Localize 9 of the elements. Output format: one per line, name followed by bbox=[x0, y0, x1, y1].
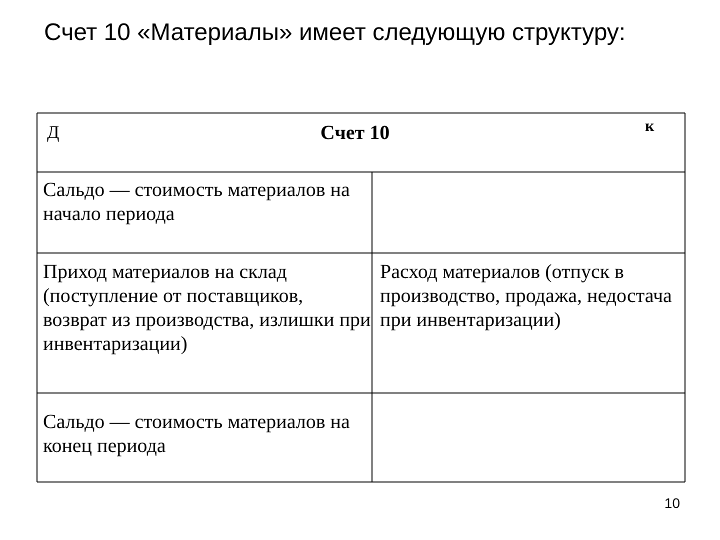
closing-balance-text: Сальдо — стоимость материалов на конец периода bbox=[43, 410, 351, 458]
title: Счет 10 «Материалы» имеет следующую структуру: bbox=[44, 18, 627, 48]
debit-label: Д bbox=[47, 122, 60, 143]
credit-label: к bbox=[645, 118, 656, 136]
credit-entries-text: Расход материалов (отпуск в производство, продажа, недостача при инвентаризации) bbox=[380, 260, 673, 332]
opening-balance-text: Сальдо — стоимость материалов на начало периода bbox=[43, 178, 351, 226]
debit-entries-text: Приход материалов на склад (поступление от поставщиков, возврат из производства, излишки при инвентаризации) bbox=[43, 260, 371, 356]
page-number: 10 bbox=[663, 495, 680, 511]
account-heading: Счет 10 bbox=[319, 122, 391, 145]
